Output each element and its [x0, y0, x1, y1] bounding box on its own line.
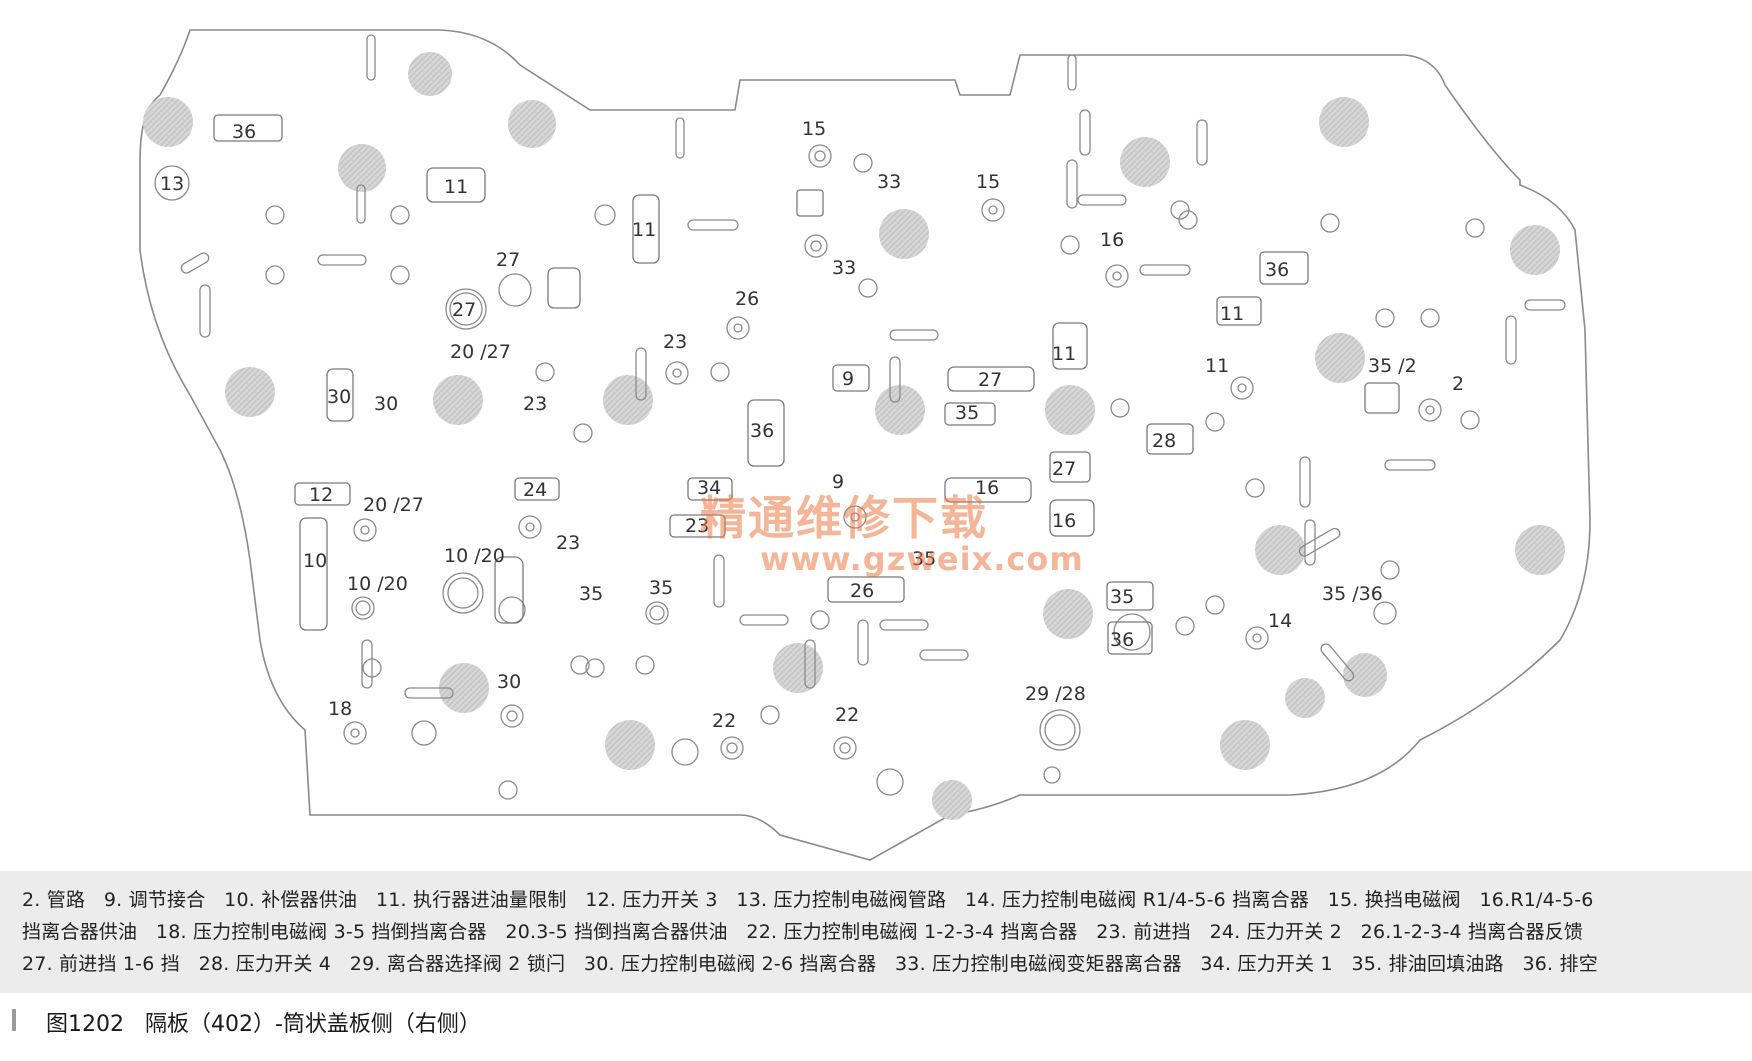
part-label: 30 — [327, 386, 351, 408]
label-frames — [213, 114, 1400, 655]
part-label: 35 — [955, 402, 979, 424]
part-label: 35 /2 — [1368, 355, 1417, 377]
legend-panel: 2. 管路 9. 调节接合 10. 补偿器供油 11. 执行器进油量限制 12.… — [0, 871, 1752, 993]
part-label: 29 /28 — [1025, 683, 1086, 705]
part-label: 11 — [1052, 343, 1076, 365]
part-label: 26 — [850, 580, 874, 602]
part-label: 35 — [649, 577, 673, 599]
part-label: 26 — [735, 288, 759, 310]
part-label: 34 — [697, 477, 721, 499]
part-label: 27 — [496, 249, 520, 271]
plain-holes — [154, 153, 1485, 800]
ring-holes — [343, 144, 1442, 760]
part-label: 20 /27 — [450, 341, 511, 363]
part-label: 16 — [975, 477, 999, 499]
part-label: 36 — [750, 420, 774, 442]
part-label: 36 — [1265, 259, 1289, 281]
part-label: 10 /20 — [347, 573, 408, 595]
part-label: 16 — [1100, 229, 1124, 251]
part-label: 22 — [835, 704, 859, 726]
part-label: 35 — [1110, 586, 1134, 608]
part-label: 9 — [842, 368, 854, 390]
watermark-url: www.gzweix.com — [760, 540, 1084, 578]
legend-line-2: 挡离合器供油 18. 压力控制电磁阀 3-5 挡倒挡离合器 20.3-5 挡倒挡… — [22, 921, 1584, 943]
part-label: 30 — [374, 393, 398, 415]
watermark-text: 精通维修下载 — [700, 491, 988, 545]
part-label: 33 — [877, 171, 901, 193]
hatched-holes — [143, 52, 1565, 820]
part-label: 12 — [309, 484, 333, 506]
figure-caption: 图1202 隔板（402）-筒状盖板侧（右侧） — [46, 1012, 481, 1037]
part-label: 16 — [1052, 510, 1076, 532]
part-labels: 36 13 11 11 27 27 20 /27 30 30 23 12 20 … — [160, 118, 1464, 732]
part-label: 36 — [1110, 629, 1134, 651]
part-label: 27 — [978, 369, 1002, 391]
part-label: 11 — [444, 176, 468, 198]
part-label: 23 — [523, 393, 547, 415]
caption-marker — [12, 1009, 16, 1031]
part-label: 28 — [1152, 430, 1176, 452]
part-label: 30 — [497, 671, 521, 693]
part-label: 23 — [663, 331, 687, 353]
part-label: 13 — [160, 173, 184, 195]
part-label: 11 — [1220, 303, 1244, 325]
part-label: 10 — [303, 550, 327, 572]
part-label: 20 /27 — [363, 494, 424, 516]
part-label: 14 — [1268, 610, 1292, 632]
part-label: 27 — [1052, 458, 1076, 480]
part-label: 27 — [452, 299, 476, 321]
part-label: 23 — [556, 532, 580, 554]
part-label: 35 /36 — [1322, 583, 1383, 605]
plate-outline — [139, 29, 1591, 861]
slots — [180, 34, 1566, 699]
part-label: 35 — [912, 548, 936, 570]
part-label: 2 — [1452, 373, 1464, 395]
part-label: 22 — [712, 710, 736, 732]
part-label: 15 — [802, 118, 826, 140]
part-label: 10 /20 — [444, 545, 505, 567]
part-label: 23 — [685, 515, 709, 537]
part-label: 15 — [976, 171, 1000, 193]
part-label: 33 — [832, 257, 856, 279]
separator-plate-diagram: 36 13 11 11 27 27 20 /27 30 30 23 12 20 … — [139, 29, 1591, 861]
part-label: 36 — [232, 121, 256, 143]
part-label: 24 — [523, 479, 547, 501]
legend-line-1: 2. 管路 9. 调节接合 10. 补偿器供油 11. 执行器进油量限制 12.… — [22, 889, 1594, 911]
part-label: 35 — [579, 583, 603, 605]
part-label: 9 — [832, 471, 844, 493]
part-label: 11 — [632, 219, 656, 241]
part-label: 18 — [328, 698, 352, 720]
part-label: 11 — [1205, 355, 1229, 377]
legend-line-3: 27. 前进挡 1-6 挡 28. 压力开关 4 29. 离合器选择阀 2 锁闩… — [22, 953, 1598, 975]
